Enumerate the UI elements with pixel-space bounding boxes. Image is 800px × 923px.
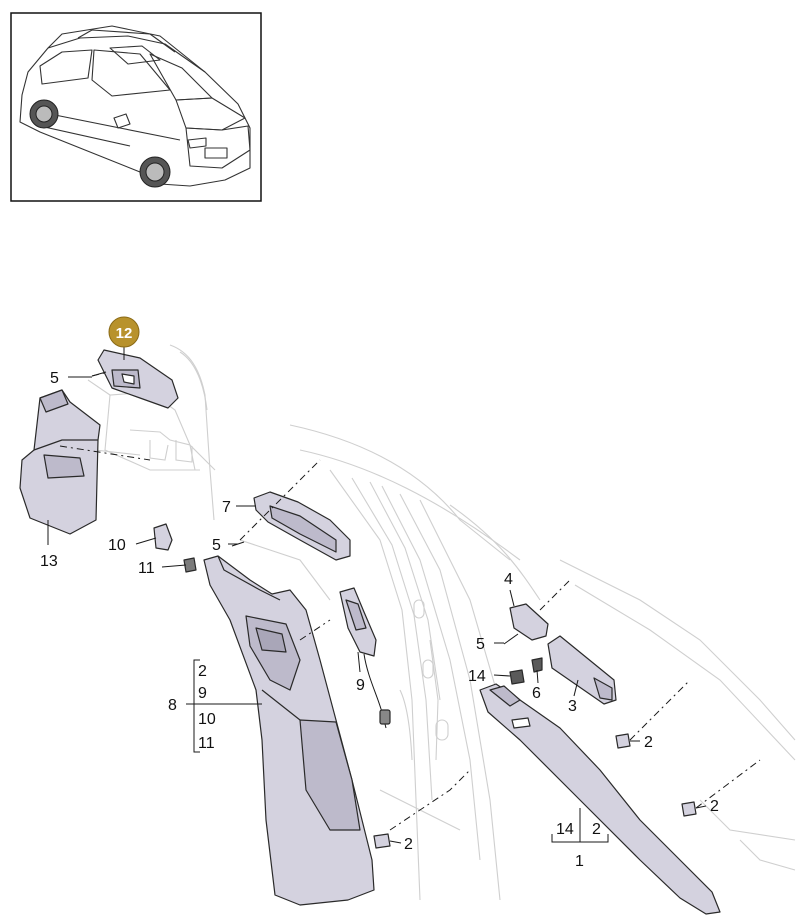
part-4-anchor: [509, 603, 549, 641]
part-3-rail: [547, 635, 617, 705]
clip-2-a: [615, 733, 631, 749]
part-1-long-trim: [479, 683, 721, 915]
callout-14[interactable]: 14: [468, 668, 486, 685]
part-6-bolt: [531, 657, 543, 673]
callout-4[interactable]: 4: [504, 571, 513, 588]
group-8-bracket: [193, 659, 200, 753]
callout-11[interactable]: 11: [138, 560, 155, 577]
group-8-item-4[interactable]: 11: [198, 735, 215, 752]
group-1-item-2[interactable]: 2: [592, 821, 601, 838]
callout-9[interactable]: 9: [356, 677, 365, 694]
callout-13[interactable]: 13: [40, 553, 58, 570]
callout-2-b[interactable]: 2: [710, 798, 719, 815]
callout-12-badge[interactable]: 12: [108, 316, 140, 348]
group-8-item-1[interactable]: 2: [198, 663, 207, 680]
part-12-grab-handle: [97, 349, 179, 409]
callout-2-a[interactable]: 2: [644, 734, 653, 751]
leader-lines: [47, 346, 707, 844]
assembly-lines: [59, 371, 761, 831]
callout-1[interactable]: 1: [575, 853, 584, 870]
callout-5-c[interactable]: 5: [476, 636, 485, 653]
part-13-trim-panel: [19, 389, 101, 535]
callout-3[interactable]: 3: [568, 698, 577, 715]
group-1-item-1[interactable]: 14: [556, 821, 574, 838]
callout-6[interactable]: 6: [532, 685, 541, 702]
callout-12-label: 12: [116, 325, 133, 342]
screw-5-c: [503, 633, 519, 645]
callout-2-c[interactable]: 2: [404, 836, 413, 853]
part-11-nut: [183, 557, 197, 573]
body-outline-ghost: [87, 344, 796, 901]
clip-2-c: [373, 833, 391, 849]
callout-labels: 5 13 10 11 7 5 8 2 9 10 11 9 2 4 5 14 6 …: [40, 370, 719, 870]
clip-2-b: [681, 801, 697, 817]
part-9-seat-belt-unit: [339, 587, 391, 729]
group-1-bracket: [551, 834, 609, 843]
group-8-item-2[interactable]: 9: [198, 685, 207, 702]
group-8-item-3[interactable]: 10: [198, 711, 216, 728]
part-7-trim-cover: [253, 491, 351, 561]
callout-8[interactable]: 8: [168, 697, 177, 714]
callout-10[interactable]: 10: [108, 537, 126, 554]
callout-5-a[interactable]: 5: [50, 370, 59, 387]
part-14-screw: [509, 669, 525, 685]
suv-illustration: [19, 25, 251, 188]
callout-7[interactable]: 7: [222, 499, 231, 516]
vehicle-thumbnail: [10, 12, 262, 202]
part-10-clip: [153, 523, 173, 551]
part-8-pillar-trim: [203, 555, 375, 906]
callout-5-b[interactable]: 5: [212, 537, 221, 554]
